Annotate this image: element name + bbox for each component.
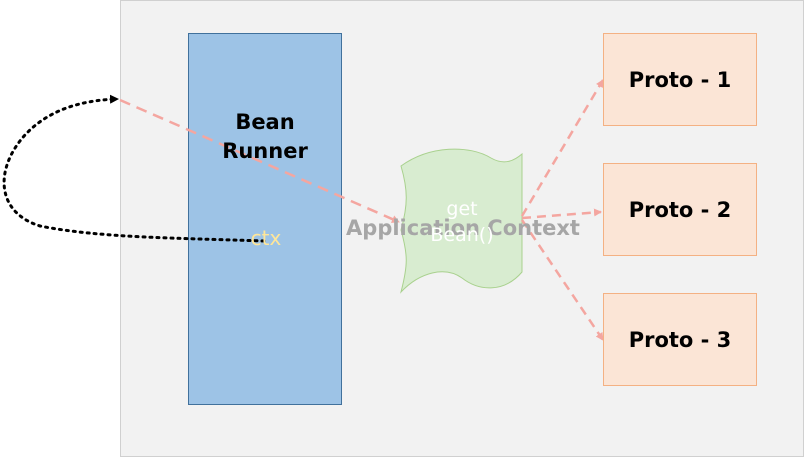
proto-2-box: Proto - 2 bbox=[603, 163, 757, 256]
proto-3-box: Proto - 3 bbox=[603, 293, 757, 386]
ctx-label: ctx bbox=[250, 226, 282, 250]
bean-runner-title: Bean Runner bbox=[222, 110, 308, 163]
application-context-label: Application Context bbox=[346, 216, 580, 240]
proto-1-box: Proto - 1 bbox=[603, 33, 757, 126]
bean-runner-box bbox=[188, 33, 342, 405]
get-bean-label: get Bean() bbox=[430, 198, 494, 246]
